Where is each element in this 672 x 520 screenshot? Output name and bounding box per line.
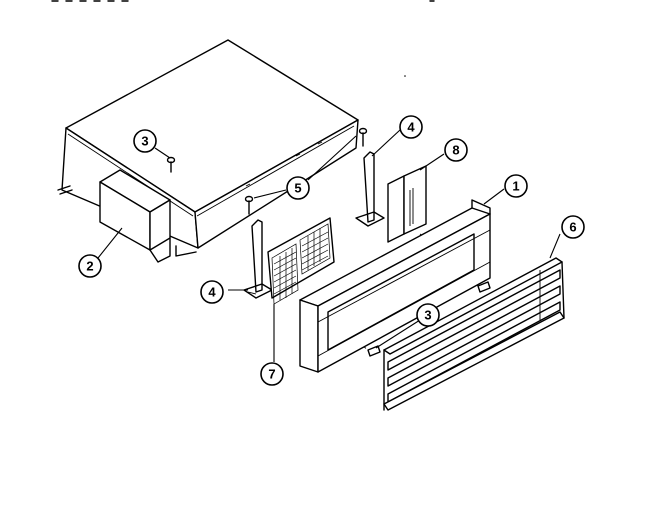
callout-4-left: 4 [200,280,224,304]
svg-text:3: 3 [141,134,148,149]
stray-dot [404,75,406,77]
svg-text:7: 7 [268,367,275,382]
callout-8: 8 [444,138,468,162]
callout-5: 5 [286,176,310,200]
callout-1: 1 [504,174,528,198]
mounting-bracket-right [355,151,385,227]
svg-text:6: 6 [569,220,576,235]
callout-3-top: 3 [133,129,157,153]
component-box [99,169,171,263]
callout-2: 2 [78,254,102,278]
svg-text:3: 3 [424,308,431,323]
callout-6: 6 [561,215,585,239]
mounting-bracket-left [243,219,273,299]
screw-left-bracket [244,195,254,215]
svg-text:8: 8 [452,143,459,158]
svg-text:5: 5 [294,181,301,196]
leader-lines [97,129,561,362]
screw-right-bracket [358,127,368,147]
screw-top-left [166,156,176,173]
svg-text:4: 4 [407,120,415,135]
svg-text:4: 4 [208,285,216,300]
callout-4-right: 4 [399,115,423,139]
screw-frame-right [477,281,491,293]
louver-grille [383,257,565,411]
screw-frame-left [367,345,381,357]
mesh-filter [267,217,335,305]
front-frame [299,199,491,373]
svg-text:2: 2 [86,259,93,274]
side-panel [387,165,427,243]
callout-7: 7 [260,362,284,386]
svg-text:1: 1 [512,179,519,194]
callout-3-bottom: 3 [416,303,440,327]
